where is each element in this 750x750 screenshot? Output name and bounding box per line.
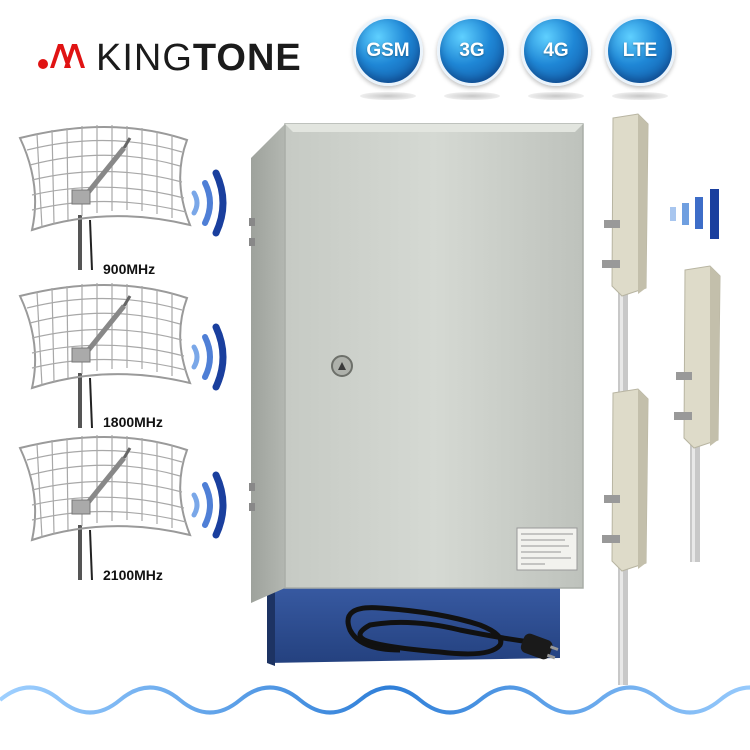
signal-bars-icon (670, 189, 719, 239)
panel-antenna-icon (598, 110, 658, 410)
grid-antenna-icon (12, 278, 212, 428)
signal-waves-icon (188, 168, 228, 238)
brand-wordmark: KINGTONE (96, 38, 302, 78)
badge-shadow (360, 92, 416, 100)
panel-antenna-icon (670, 262, 730, 562)
frequency-label-900: 900MHz (103, 261, 156, 277)
repeater-cabinet (249, 123, 584, 666)
grid-antenna-icon (12, 430, 212, 580)
badge-label: 4G (543, 40, 569, 61)
badge-3g: 3G (437, 16, 507, 86)
frequency-label-1800: 1800MHz (103, 414, 163, 430)
brand-name-part1: KING (96, 37, 193, 79)
signal-waves-icon (188, 322, 228, 392)
badge-label: LTE (622, 40, 658, 61)
frequency-label-2100: 2100MHz (103, 567, 163, 583)
brand-logo: KINGTONE (38, 38, 328, 78)
grid-antenna-icon (12, 120, 212, 270)
brand-mark-icon (38, 44, 85, 69)
badge-label: GSM (366, 40, 410, 61)
badge-shadow (612, 92, 668, 100)
badge-gsm: GSM (353, 16, 423, 86)
badge-shadow (528, 92, 584, 100)
badge-lte: LTE (605, 16, 675, 86)
signal-wave-line (0, 685, 750, 715)
badge-4g: 4G (521, 16, 591, 86)
badge-shadow (444, 92, 500, 100)
panel-antenna-icon (598, 385, 658, 685)
power-cable-icon (345, 605, 559, 660)
brand-name-part2: TONE (192, 37, 302, 79)
signal-waves-icon (188, 470, 228, 540)
badge-label: 3G (459, 40, 485, 61)
